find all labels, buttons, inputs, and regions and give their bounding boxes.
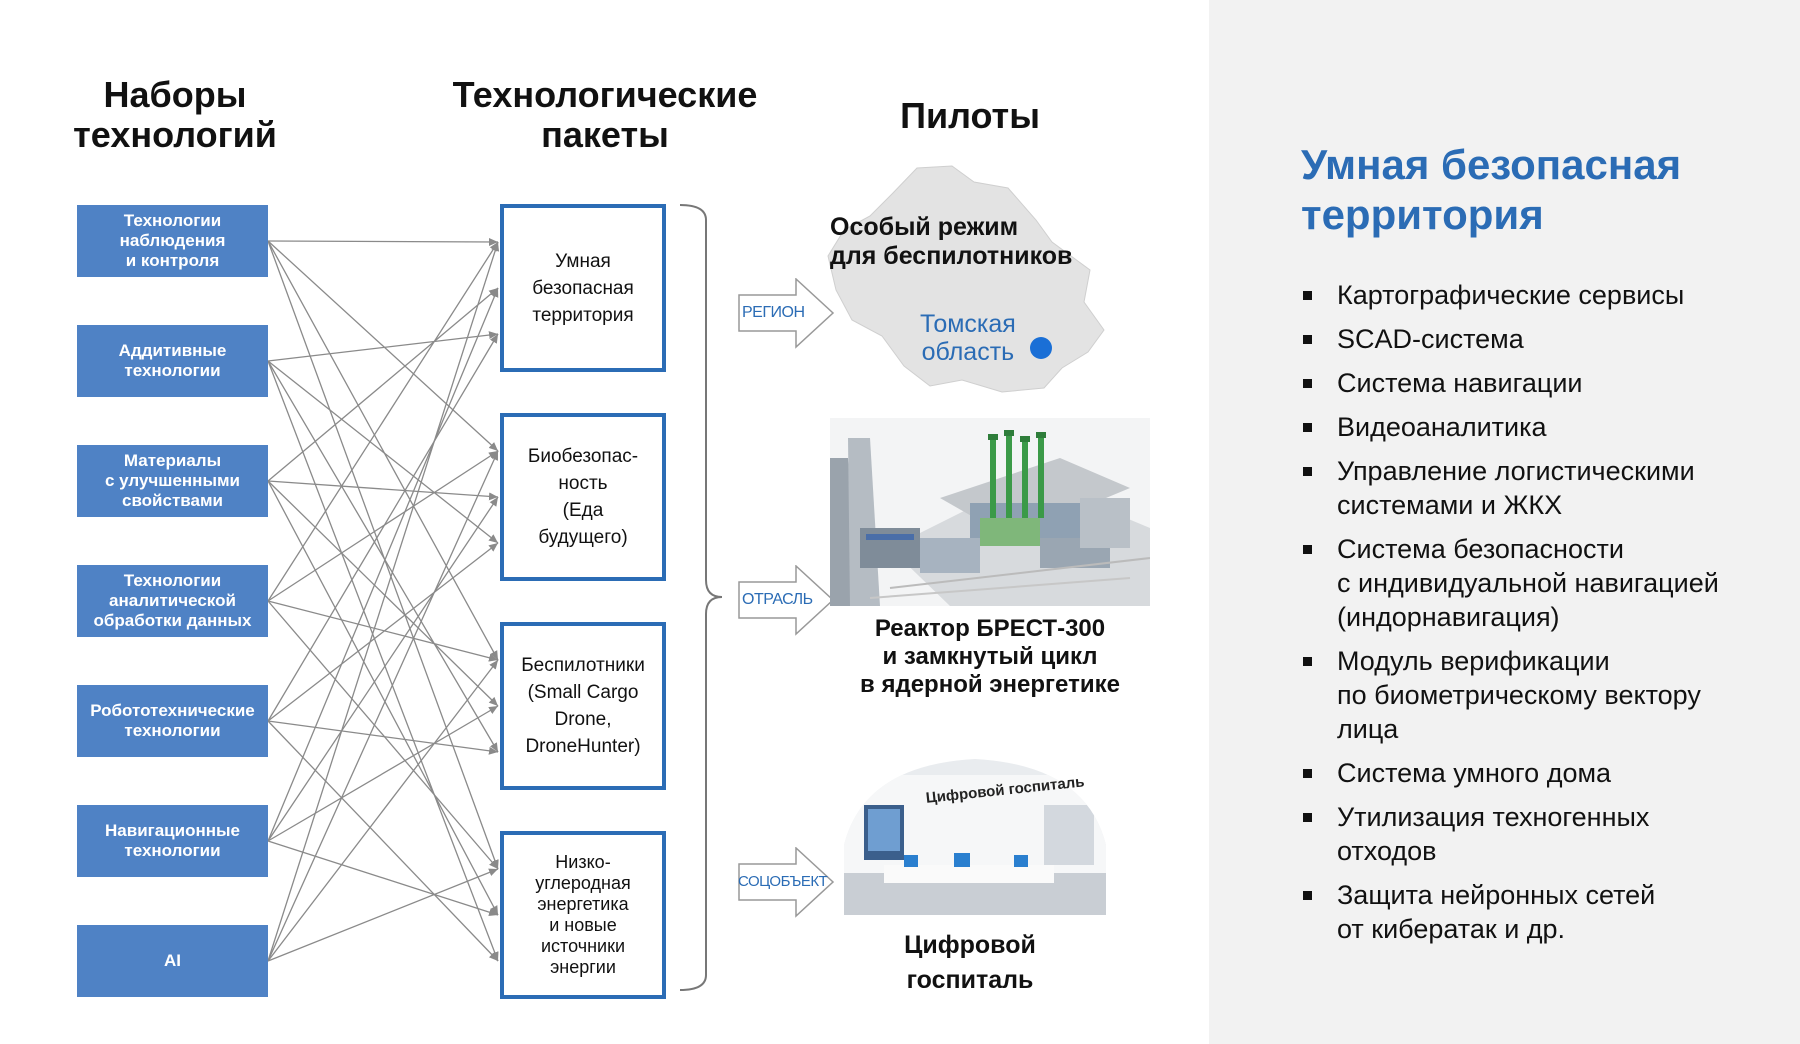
bullet-icon (1303, 335, 1312, 344)
feature-item: SCAD-система (1300, 322, 1780, 356)
arrow-industry (738, 565, 835, 636)
arrow-label-industry: ОТРАСЛЬ (742, 591, 813, 608)
right-panel (1209, 0, 1800, 1044)
bullet-icon (1303, 379, 1312, 388)
arrow-label-social: СОЦОБЪЕКТ (738, 873, 828, 890)
packages-bracket (679, 204, 723, 991)
feature-item: Видеоаналитика (1300, 410, 1780, 444)
bullet-icon (1303, 769, 1312, 778)
tech-set-materials: Материалы с улучшенными свойствами (77, 445, 268, 517)
feature-label: Управление логистическими системами и ЖК… (1337, 456, 1695, 520)
pilot-reactor-caption: Реактор БРЕСТ-300 и замкнутый цикл в яде… (860, 615, 1120, 698)
bullet-icon (1303, 291, 1312, 300)
connector-line (267, 241, 499, 602)
feature-item: Утилизация техногенных отходов (1300, 800, 1780, 868)
connector-line (267, 480, 499, 501)
tech-set-analytics: Технологии аналитической обработки данны… (77, 565, 268, 637)
reactor-illustration (830, 418, 1150, 606)
connector-line (267, 240, 499, 870)
heading-tech-sets: Наборы технологий (73, 74, 277, 155)
right-panel-title: Умная безопасная территория (1301, 141, 1682, 238)
connector-line (267, 331, 499, 362)
arrow-region (738, 278, 835, 349)
bullet-icon (1303, 467, 1312, 476)
heading-tech-packages: Технологические пакеты (452, 74, 758, 155)
bullet-icon (1303, 423, 1312, 432)
hospital-photo (844, 759, 1106, 915)
bullet-icon (1303, 545, 1312, 554)
connector-line (267, 360, 499, 753)
feature-list: Картографические сервисы SCAD-система Си… (1300, 278, 1780, 956)
feature-label: Система безопасности с индивидуальной на… (1337, 534, 1719, 632)
connector-line (267, 480, 499, 916)
tomsk-region-map (827, 165, 1105, 393)
feature-label: Картографические сервисы (1337, 280, 1685, 310)
feature-item: Система навигации (1300, 366, 1780, 400)
feature-label: Защита нейронных сетей от кибератак и др… (1337, 880, 1656, 944)
package-biosafety: Биобезопас- ность (Еда будущего) (500, 413, 666, 581)
package-smart-territory: Умная безопасная территория (500, 204, 666, 372)
connector-line (267, 450, 499, 962)
pilot-region-place: Томская область (920, 310, 1016, 366)
feature-item: Защита нейронных сетей от кибератак и др… (1300, 878, 1780, 946)
connector-line (267, 720, 499, 755)
bullet-icon (1303, 657, 1312, 666)
connector-line (267, 542, 499, 722)
connector-line (267, 240, 499, 452)
bullet-icon (1303, 891, 1312, 900)
tech-set-navigation: Навигационные технологии (77, 805, 268, 877)
tomsk-location-dot (1030, 337, 1052, 359)
connector-line (267, 600, 499, 662)
connector-line (267, 840, 499, 917)
feature-label: Система умного дома (1337, 758, 1612, 788)
connector-line (267, 241, 500, 962)
package-drones: Беспилотники (Small Cargo Drone, DroneHu… (500, 622, 666, 790)
connector-line (267, 600, 499, 870)
tech-set-monitoring: Технологии наблюдения и контроля (77, 205, 268, 277)
feature-item: Система умного дома (1300, 756, 1780, 790)
tech-set-robotics: Робототехнические технологии (77, 685, 268, 757)
connector-line (267, 240, 499, 661)
feature-item: Модуль верификации по биометрическому ве… (1300, 644, 1780, 746)
pilot-region-title: Особый режим для беспилотников (830, 213, 1073, 270)
feature-label: SCAD-система (1337, 324, 1524, 354)
feature-label: Модуль верификации по биометрическому ве… (1337, 646, 1701, 744)
heading-pilots: Пилоты (900, 95, 1040, 136)
connector-line (267, 705, 499, 842)
connector-line (267, 496, 499, 842)
feature-label: Система навигации (1337, 368, 1583, 398)
feature-item: Система безопасности с индивидуальной на… (1300, 532, 1780, 634)
bullet-icon (1303, 813, 1312, 822)
package-low-carbon-energy: Низко- углеродная энергетика и новые ист… (500, 831, 666, 999)
connector-line (267, 360, 499, 544)
feature-item: Картографические сервисы (1300, 278, 1780, 312)
connector-line (267, 360, 499, 962)
connector-line (267, 659, 499, 962)
connector-line (267, 333, 499, 722)
pilot-hospital-caption: Цифровой госпиталь (904, 931, 1036, 994)
connector-line (267, 720, 499, 962)
connector-line (267, 287, 499, 482)
tech-set-additive: Аддитивные технологии (77, 325, 268, 397)
feature-item: Управление логистическими системами и ЖК… (1300, 454, 1780, 522)
connector-line (267, 450, 499, 602)
connector-line (267, 868, 499, 962)
arrow-social (738, 847, 835, 918)
feature-label: Видеоаналитика (1337, 412, 1547, 442)
connector-line (267, 237, 499, 246)
feature-label: Утилизация техногенных отходов (1337, 802, 1650, 866)
connector-line (267, 287, 499, 842)
arrow-label-region: РЕГИОН (742, 304, 805, 321)
connector-line (267, 480, 499, 707)
tech-set-ai: AI (77, 925, 268, 997)
